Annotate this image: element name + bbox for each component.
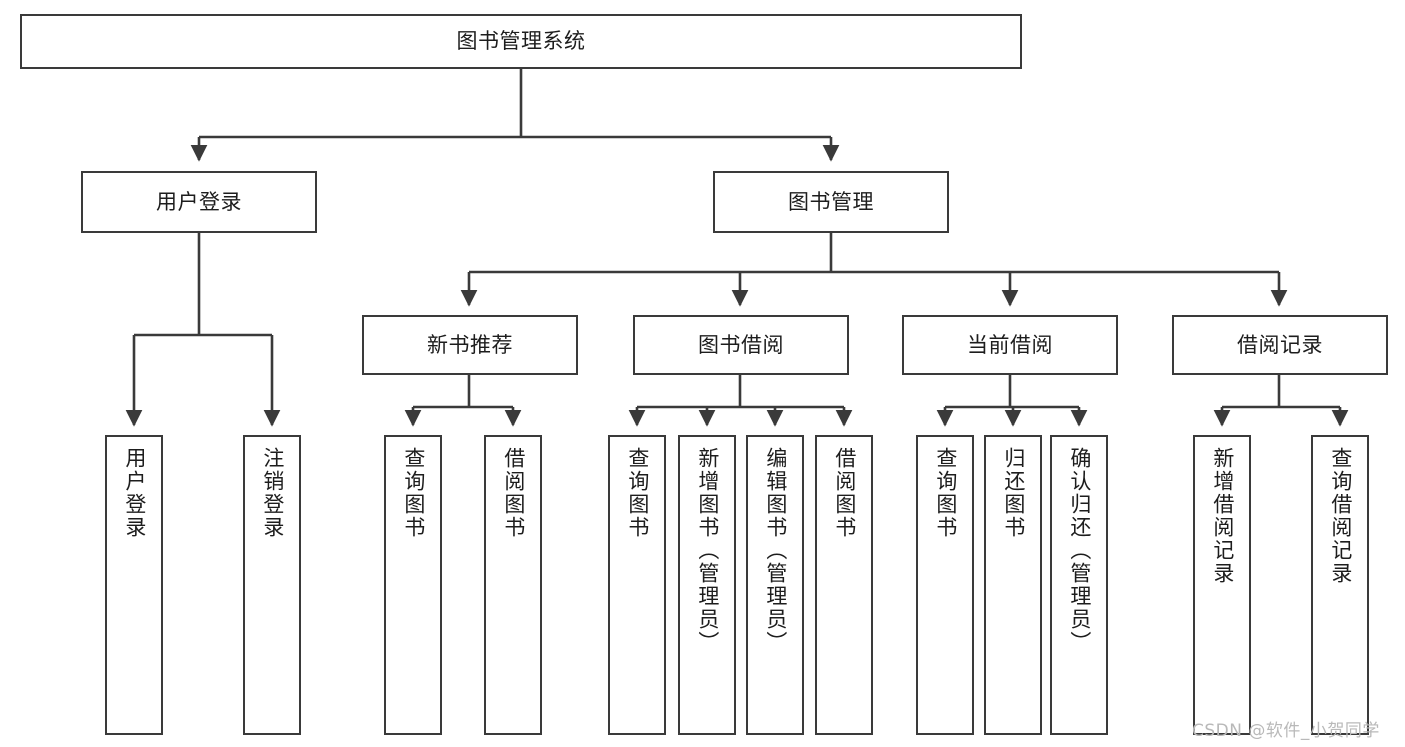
leaf-confirm-return[interactable]: 确认归还（管理员） <box>1050 435 1108 735</box>
leaf-user-login-label: 用户登录 <box>122 447 147 539</box>
node-borrow-record-label: 借阅记录 <box>1237 332 1323 357</box>
node-current-borrow-label: 当前借阅 <box>967 332 1053 357</box>
leaf-logout-login[interactable]: 注销登录 <box>243 435 301 735</box>
leaf-add-book-label: 新增图书（管理员） <box>695 447 720 654</box>
node-user-login[interactable]: 用户登录 <box>81 171 317 233</box>
node-root[interactable]: 图书管理系统 <box>20 14 1022 69</box>
leaf-add-record[interactable]: 新增借阅记录 <box>1193 435 1251 735</box>
leaf-return-book-label: 归还图书 <box>1001 447 1026 539</box>
leaf-query-book-2-label: 查询图书 <box>625 447 650 539</box>
leaf-edit-book-label: 编辑图书（管理员） <box>763 447 788 654</box>
leaf-add-book[interactable]: 新增图书（管理员） <box>678 435 736 735</box>
node-book-management-label: 图书管理 <box>788 189 874 214</box>
leaf-borrow-book-2-label: 借阅图书 <box>832 447 857 539</box>
node-current-borrow[interactable]: 当前借阅 <box>902 315 1118 375</box>
node-root-label: 图书管理系统 <box>456 29 586 54</box>
node-new-book-recommend-label: 新书推荐 <box>427 332 513 357</box>
node-new-book-recommend[interactable]: 新书推荐 <box>362 315 578 375</box>
leaf-confirm-return-label: 确认归还（管理员） <box>1067 447 1092 654</box>
leaf-query-book-1[interactable]: 查询图书 <box>384 435 442 735</box>
leaf-query-record-label: 查询借阅记录 <box>1328 447 1353 585</box>
leaf-logout-login-label: 注销登录 <box>260 447 285 539</box>
leaf-borrow-book-1-label: 借阅图书 <box>501 447 526 539</box>
leaf-return-book[interactable]: 归还图书 <box>984 435 1042 735</box>
node-book-borrow[interactable]: 图书借阅 <box>633 315 849 375</box>
leaf-query-record[interactable]: 查询借阅记录 <box>1311 435 1369 735</box>
leaf-query-book-3-label: 查询图书 <box>933 447 958 539</box>
leaf-user-login[interactable]: 用户登录 <box>105 435 163 735</box>
leaf-query-book-1-label: 查询图书 <box>401 447 426 539</box>
node-user-login-label: 用户登录 <box>156 189 242 214</box>
node-book-borrow-label: 图书借阅 <box>698 332 784 357</box>
leaf-query-book-3[interactable]: 查询图书 <box>916 435 974 735</box>
leaf-add-record-label: 新增借阅记录 <box>1210 447 1235 585</box>
leaf-edit-book[interactable]: 编辑图书（管理员） <box>746 435 804 735</box>
leaf-borrow-book-1[interactable]: 借阅图书 <box>484 435 542 735</box>
leaf-query-book-2[interactable]: 查询图书 <box>608 435 666 735</box>
leaf-borrow-book-2[interactable]: 借阅图书 <box>815 435 873 735</box>
node-borrow-record[interactable]: 借阅记录 <box>1172 315 1388 375</box>
node-book-management[interactable]: 图书管理 <box>713 171 949 233</box>
csdn-watermark: CSDN @软件_小贺同学 <box>1192 721 1380 741</box>
